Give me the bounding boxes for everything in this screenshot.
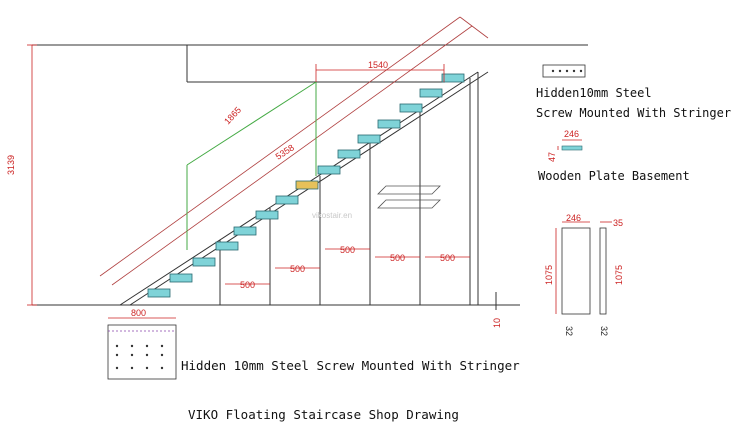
diagonal-length-label: 5358 [274,142,296,161]
glass-treads [147,73,465,298]
plate-height-label: 47 [547,152,557,162]
height-dim-label: 3139 [6,155,16,175]
tread-length-side-label: 1075 [614,265,624,285]
tread-side-detail [599,221,612,315]
screw-label-line2: Screw Mounted With Stringer [536,106,731,120]
height-dimension [27,44,37,306]
screw-label-line1: Hidden10mm Steel [536,86,652,100]
tread-thickness-side-label: 32 [599,326,609,336]
tread-front-detail [555,221,591,315]
screw-plate-icon [542,64,586,78]
spacing-dimensions [225,248,470,285]
handrail [186,81,317,250]
tread-length-front-label: 1075 [544,265,554,285]
tread-side-width-label: 35 [613,218,623,228]
plate-width-label: 246 [564,129,579,139]
rail-length-label: 1865 [222,105,243,126]
tread-width-label: 246 [566,213,581,223]
spacing-label-4: 500 [390,253,405,263]
basement-plate-detail [107,317,177,380]
bottom-screw-label: Hidden 10mm Steel Screw Mounted With Str… [181,358,520,373]
stair-brackets [377,185,441,209]
building-outline [32,44,588,310]
tread-thickness-front-label: 32 [564,326,574,336]
stringer-outline [99,16,489,286]
drawing-title: VIKO Floating Staircase Shop Drawing [188,407,459,422]
spacing-label-2: 500 [290,264,305,274]
base-offset-label: 10 [492,318,502,328]
top-span-dimension [315,64,445,82]
plate-detail [557,139,583,151]
basement-width-label: 800 [131,308,146,318]
spacing-label-5: 500 [440,253,455,263]
spacing-label-3: 500 [340,245,355,255]
watermark: vikostair.en [312,211,352,220]
spacing-label-1: 500 [240,280,255,290]
plate-label: Wooden Plate Basement [538,169,690,183]
top-span-label: 1540 [368,60,388,70]
